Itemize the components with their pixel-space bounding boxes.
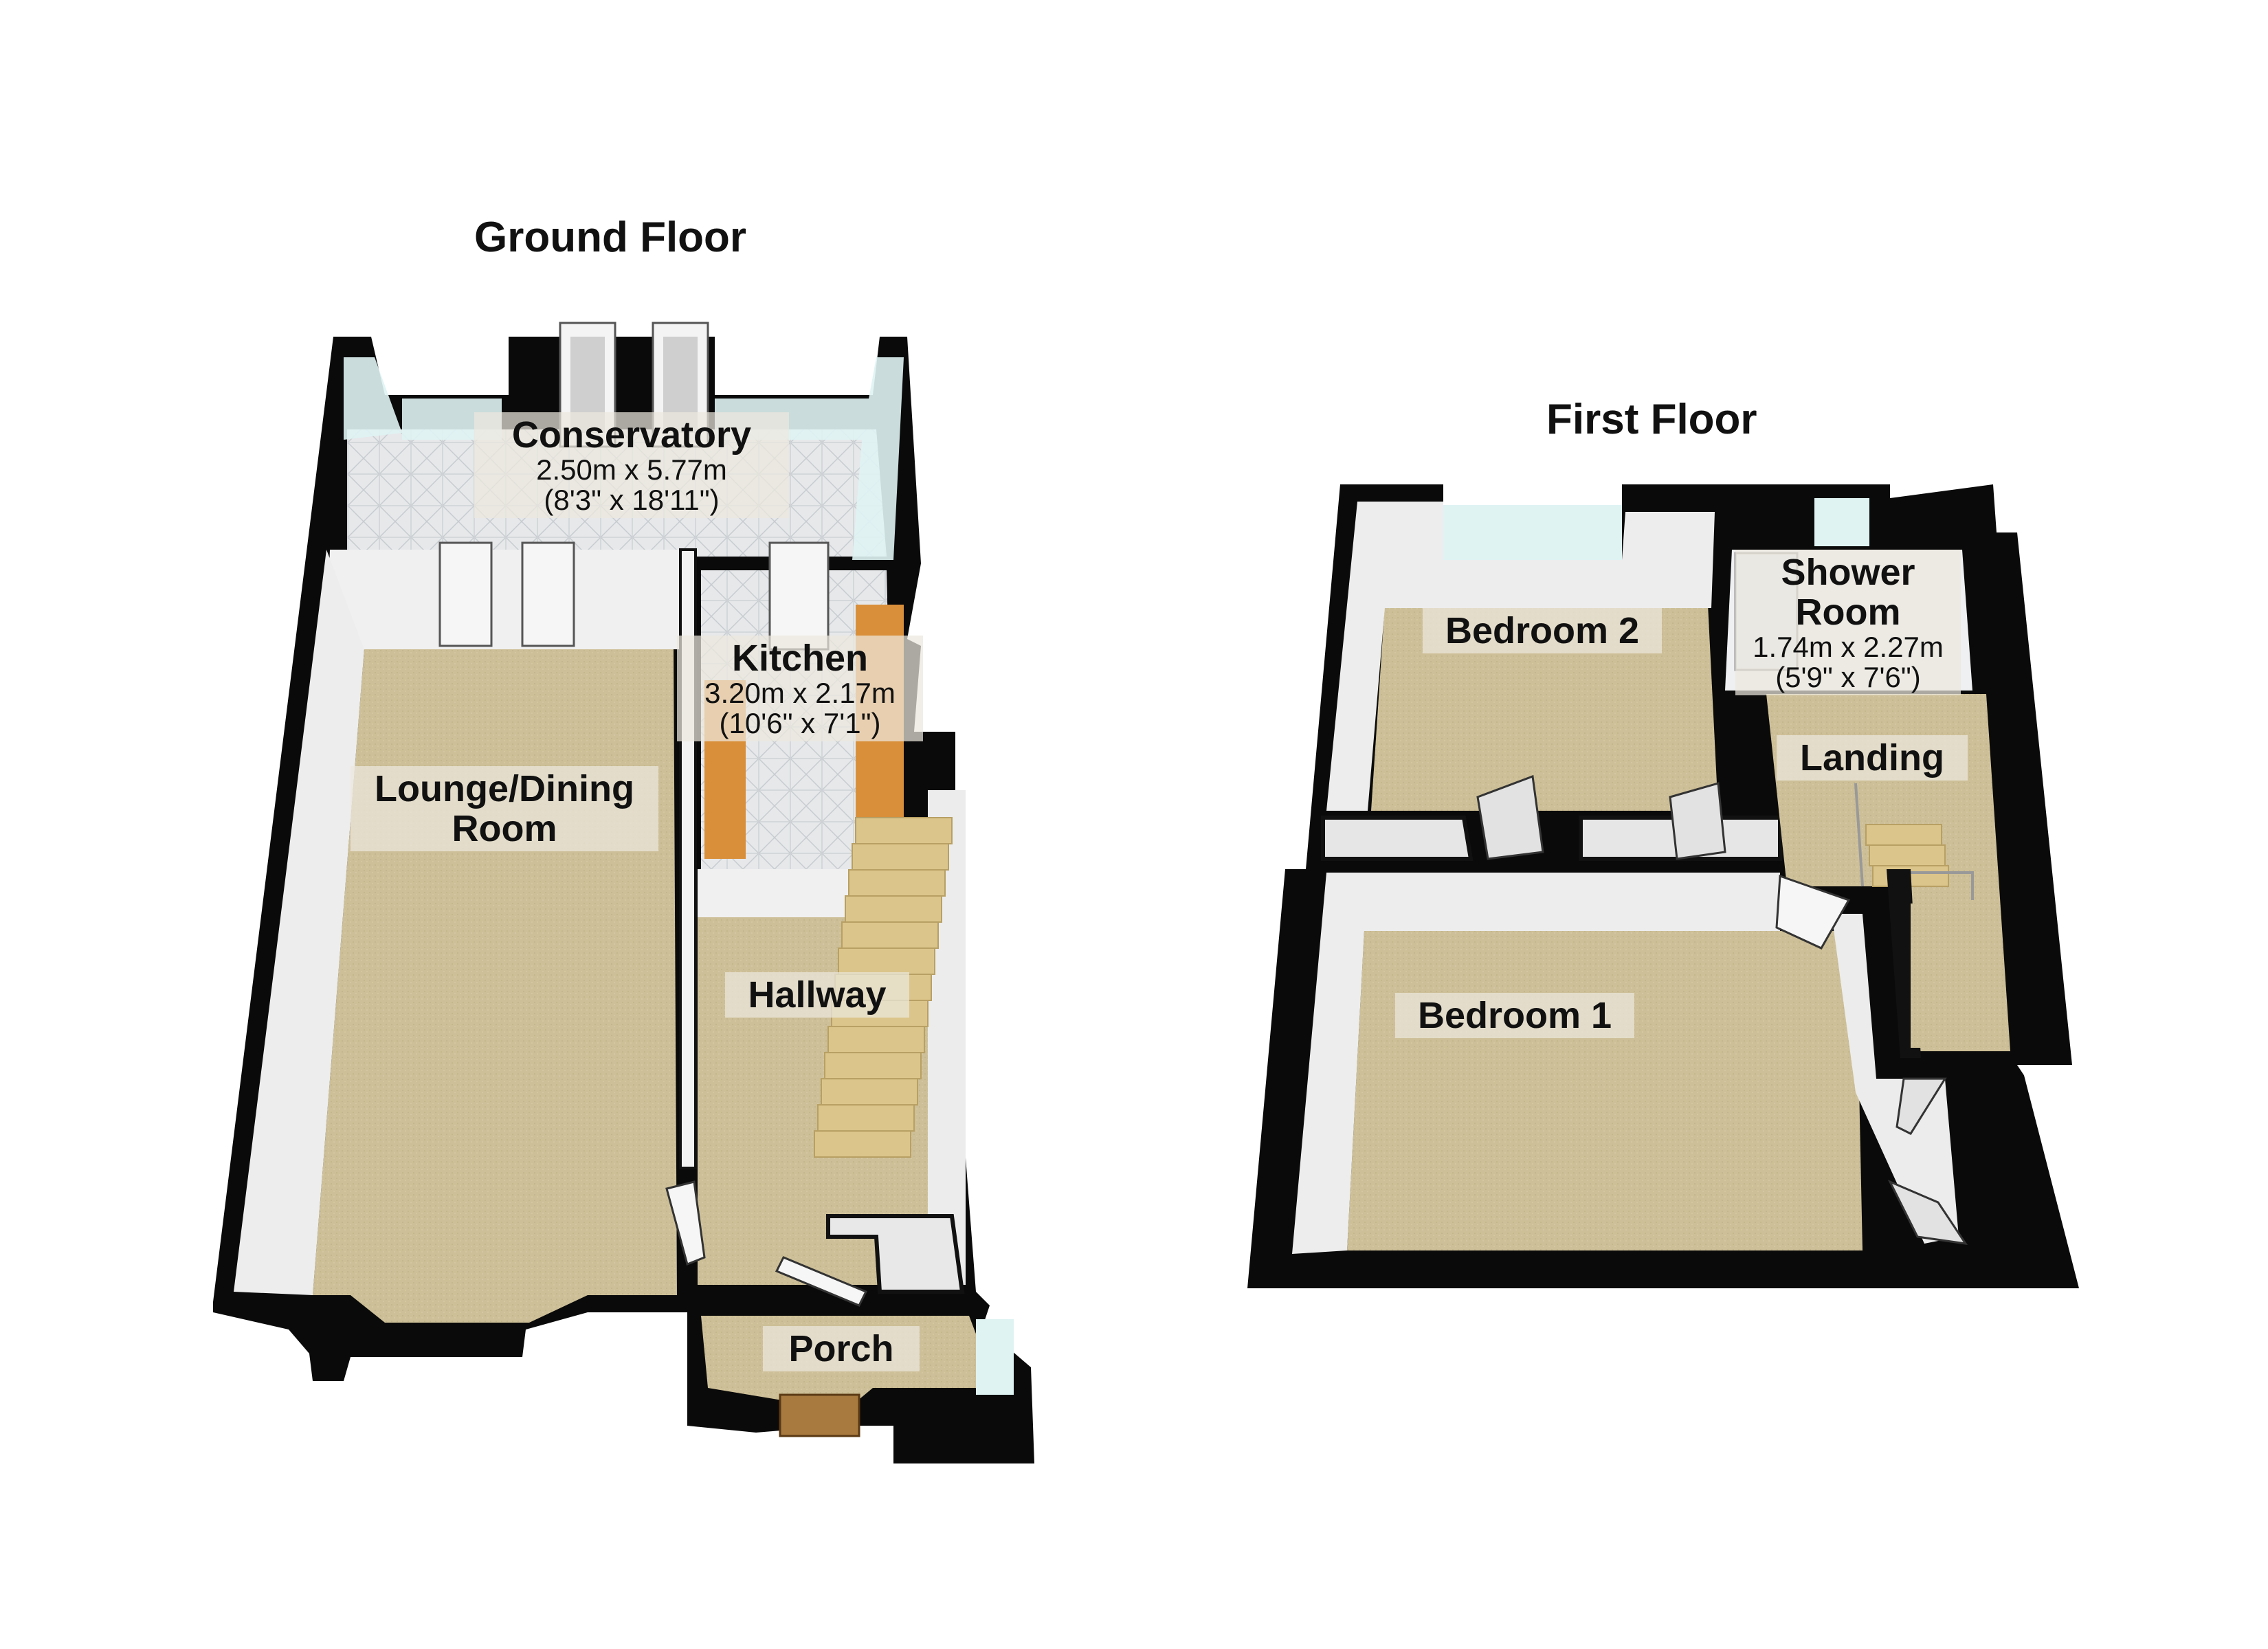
conservatory-name: Conservatory	[511, 414, 752, 456]
lounge-top-wall	[326, 550, 687, 649]
bedroom2-floor	[1371, 605, 1718, 811]
kitchen-label: Kitchen 3.20m x 2.17m (10'6" x 7'1")	[677, 636, 923, 741]
bedroom1-walls	[1292, 873, 1780, 1254]
shower-name-line2: Room	[1795, 592, 1901, 633]
staircase	[814, 817, 953, 1158]
conservatory-glass	[344, 357, 904, 560]
bedroom2-name: Bedroom 2	[1445, 610, 1640, 651]
bedroom2-label: Bedroom 2	[1423, 608, 1662, 653]
shower-dim-metric: 1.74m x 2.27m	[1753, 631, 1944, 663]
shower-room-label: Shower Room 1.74m x 2.27m (5'9" x 7'6")	[1735, 550, 1961, 695]
conservatory-label: Conservatory 2.50m x 5.77m (8'3" x 18'11…	[474, 412, 789, 518]
bedroom1-cupboard-doors	[1887, 1077, 1968, 1245]
hallway-door	[665, 1180, 706, 1266]
shower-name-line1: Shower	[1781, 552, 1915, 593]
landing-label: Landing	[1777, 735, 1968, 781]
ground-floor-title: Ground Floor	[474, 214, 747, 261]
conservatory-dim-imperial: (8'3" x 18'11")	[544, 484, 720, 516]
lounge-floor	[313, 649, 677, 1323]
hallway-label: Hallway	[725, 972, 909, 1018]
conservatory-dim-metric: 2.50m x 5.77m	[536, 453, 727, 486]
kitchen-door	[768, 541, 830, 651]
bedroom2-glass	[1443, 505, 1622, 560]
understairs-cupboard	[826, 1214, 965, 1294]
bedroom1-door	[1775, 874, 1851, 950]
bedroom2-walls	[1326, 502, 1715, 811]
lounge-left-wall	[234, 550, 364, 1295]
bedroom1-window	[1574, 1261, 1680, 1288]
shower-dim-imperial: (5'9" x 7'6")	[1775, 661, 1921, 693]
bedroom1-name: Bedroom 1	[1417, 995, 1612, 1036]
kitchen-name: Kitchen	[731, 638, 869, 679]
kitchen-dim-metric: 3.20m x 2.17m	[704, 677, 896, 709]
porch-name: Porch	[788, 1328, 894, 1369]
bedroom1-floor	[1347, 931, 1863, 1250]
shower-glass	[1814, 498, 1869, 546]
lounge-label: Lounge/Dining Room	[351, 766, 658, 851]
porch-door	[775, 1256, 868, 1307]
wardrobes	[1321, 774, 1782, 861]
bedroom1-right-wall	[1832, 914, 1959, 1244]
kitchen-dim-imperial: (10'6" x 7'1")	[719, 707, 881, 739]
banister	[1854, 783, 1974, 900]
porch-label: Porch	[763, 1326, 920, 1371]
porch-glass	[976, 1319, 1014, 1395]
lounge-name-line1: Lounge/Dining	[375, 768, 634, 809]
stairwell-floor	[1911, 904, 1979, 1048]
landing-name: Landing	[1800, 737, 1944, 778]
hallway-name: Hallway	[748, 974, 887, 1016]
front-door	[779, 1393, 860, 1437]
lounge-name-line2: Room	[452, 808, 557, 849]
bedroom1-label: Bedroom 1	[1395, 993, 1634, 1038]
first-floor-title: First Floor	[1546, 396, 1757, 443]
